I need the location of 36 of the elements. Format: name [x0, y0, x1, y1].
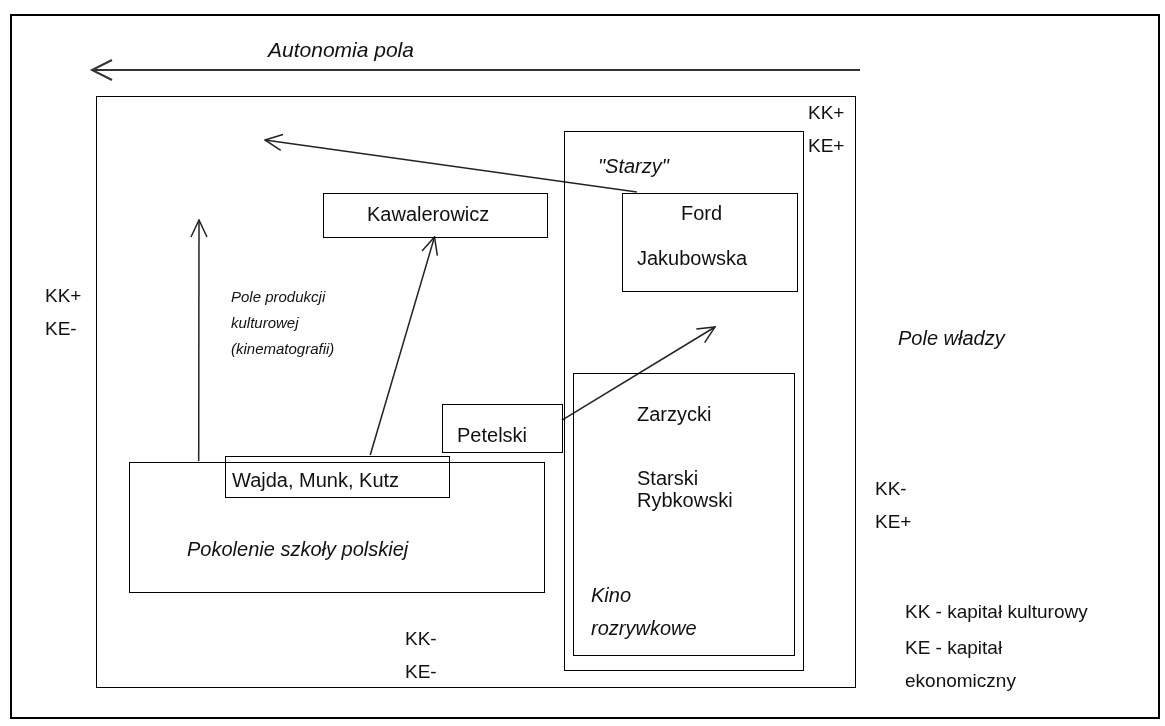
person-name: Jakubowska: [637, 246, 748, 271]
field-title: Pole produkcji kulturowej (kinematografii): [231, 287, 336, 359]
group-title: Kino rozrywkowe: [591, 583, 698, 641]
capital-label: KK-: [405, 627, 437, 651]
capital-label: KE - kapitał ekonomiczny: [905, 636, 1017, 693]
group-title: Pokolenie szkoły polskiej: [187, 537, 409, 562]
group-box: [129, 462, 545, 593]
axis-label: Autonomia pola: [268, 37, 414, 63]
field-title: Pole władzy: [898, 326, 1005, 351]
capital-label: KK - kapitał kulturowy: [905, 600, 1088, 624]
person-name: Ford: [681, 201, 723, 226]
group-title: "Starzy": [598, 154, 669, 179]
name-box: [622, 193, 798, 292]
person-name: Zarzycki: [637, 402, 712, 427]
name-box: [225, 456, 450, 498]
capital-label: KK-: [875, 477, 907, 501]
arrow: [561, 326, 716, 421]
arrow: [190, 219, 208, 462]
outer-frame: [10, 14, 1160, 719]
group-box: [573, 373, 795, 656]
field-box: [96, 96, 856, 688]
capital-label: KE-: [45, 317, 77, 341]
arrow: [369, 236, 439, 456]
person-name: Starski Rybkowski: [637, 467, 734, 511]
name-box: [323, 193, 548, 238]
arrow: [264, 133, 638, 193]
group-box: [564, 131, 804, 671]
person-name: Kawalerowicz: [367, 202, 490, 227]
capital-label: KE+: [808, 134, 845, 158]
person-name: Petelski: [457, 423, 528, 448]
person-name: Wajda, Munk, Kutz: [232, 468, 400, 493]
capital-label: KK+: [45, 284, 82, 308]
name-box: [442, 404, 563, 453]
capital-label: KK+: [808, 101, 845, 125]
capital-label: KE-: [405, 660, 437, 684]
capital-label: KE+: [875, 510, 912, 534]
